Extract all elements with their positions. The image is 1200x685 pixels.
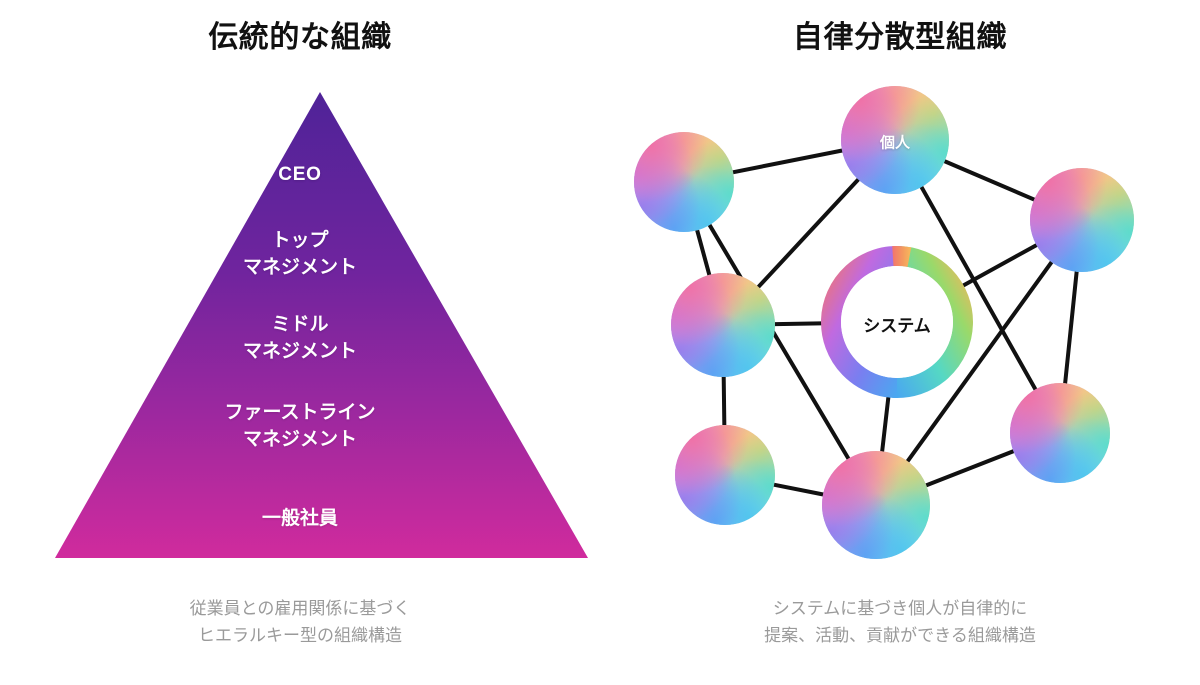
pyramid-level-firstline-line2: マネジメント xyxy=(242,428,357,450)
pyramid-level-firstline-line1: ファーストライン xyxy=(224,402,376,423)
right-caption-line2: 提案、活動、貢献ができる組織構造 xyxy=(764,625,1036,645)
pyramid-diagram: CEO トップ マネジメント ミドル マネジメント ファーストライン マネジメン… xyxy=(0,80,600,570)
node-top[interactable] xyxy=(841,86,949,194)
left-caption-line2: ヒエラルキー型の組織構造 xyxy=(198,625,402,645)
right-panel-caption: システムに基づき個人が自律的に 提案、活動、貢献ができる組織構造 xyxy=(600,596,1200,649)
network-edge xyxy=(956,240,1044,291)
pyramid-level-ceo-line1: CEO xyxy=(278,164,322,185)
node-bottom-right[interactable] xyxy=(1010,383,1110,483)
pyramid-level-middle-management: ミドル マネジメント xyxy=(0,312,600,366)
right-caption-line1: システムに基づき個人が自律的に xyxy=(772,599,1028,619)
pyramid-svg xyxy=(55,92,588,558)
system-ring-segment xyxy=(892,246,973,398)
network-edge xyxy=(721,368,727,434)
left-panel-caption: 従業員との雇用関係に基づく ヒエラルキー型の組織構造 xyxy=(0,596,600,649)
network-edge xyxy=(918,447,1022,490)
network-edge xyxy=(937,156,1042,204)
pyramid-level-labels: CEO トップ マネジメント ミドル マネジメント ファーストライン マネジメン… xyxy=(0,80,600,570)
pyramid-level-middle-line2: マネジメント xyxy=(242,340,357,362)
system-ring-segment xyxy=(892,246,912,268)
network-diagram: 個人システム xyxy=(600,0,1200,685)
network-svg xyxy=(634,86,1134,559)
node-right[interactable] xyxy=(1030,168,1134,272)
traditional-organization-panel: 伝統的な組織 CEO トップ マネジメント ミドル xyxy=(0,21,600,649)
pyramid-level-ceo: CEO xyxy=(0,162,600,189)
network-edge xyxy=(704,217,854,466)
pyramid-level-top-line1: トップ xyxy=(271,230,329,251)
network-edge xyxy=(693,222,713,283)
network-edge xyxy=(1062,263,1080,392)
left-panel-title: 伝統的な組織 xyxy=(208,21,392,54)
network-edge xyxy=(725,147,850,176)
network-edge xyxy=(766,321,830,327)
node-bottom[interactable] xyxy=(822,451,930,559)
left-caption-line1: 従業員との雇用関係に基づく xyxy=(189,599,411,619)
decentralized-organization-panel: 自律分散型組織 xyxy=(600,0,1200,685)
pyramid-level-firstline-management: ファーストライン マネジメント xyxy=(0,400,600,454)
system-hub-ring xyxy=(821,246,973,398)
network-edge xyxy=(766,481,831,498)
network-edge xyxy=(752,173,865,294)
node-top-left[interactable] xyxy=(634,132,734,232)
network-edge xyxy=(902,255,1058,469)
pyramid-level-top-management: トップ マネジメント xyxy=(0,228,600,282)
pyramid-level-top-line2: マネジメント xyxy=(242,256,357,278)
right-panel-title: 自律分散型組織 xyxy=(792,21,1008,54)
pyramid-level-staff: 一般社員 xyxy=(0,506,600,533)
pyramid-level-middle-line1: ミドル xyxy=(271,314,329,335)
network-edge xyxy=(916,179,1041,397)
node-bottom-left[interactable] xyxy=(675,425,775,525)
system-hub-center xyxy=(841,266,953,378)
system-ring-segment xyxy=(821,246,902,398)
network-edge xyxy=(879,389,892,460)
node-left-middle[interactable] xyxy=(671,273,775,377)
pyramid-shape xyxy=(55,92,588,558)
network-edges xyxy=(693,147,1080,498)
pyramid-level-staff-line1: 一般社員 xyxy=(261,508,338,529)
